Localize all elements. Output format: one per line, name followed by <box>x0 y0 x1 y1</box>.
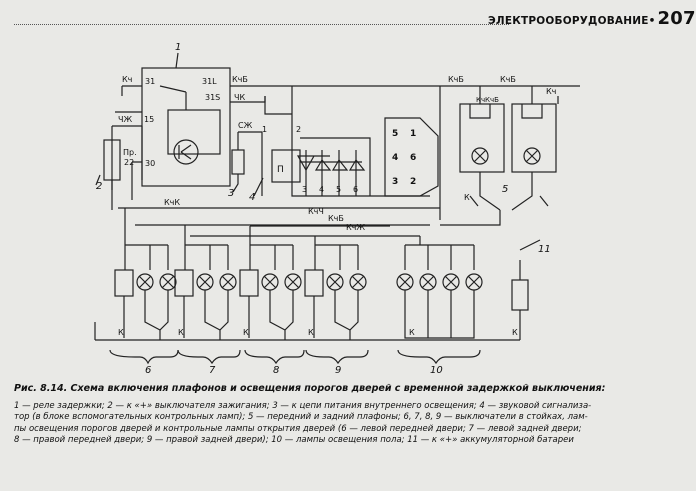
conn-pin-5: 5 <box>392 129 398 139</box>
callout-6: 6 <box>145 365 151 376</box>
callout-7: 7 <box>209 365 216 376</box>
wire-kch-left: Кч <box>122 75 132 84</box>
ground-label-7: К <box>178 328 184 337</box>
fuse-label: Пр. <box>123 148 137 157</box>
conn-pin-4: 4 <box>392 153 398 163</box>
legend-line: тор (в блоке вспомогательных контрольных… <box>14 412 588 422</box>
wire-chzh: ЧЖ <box>118 115 132 124</box>
wire-kchzh: КчЖ <box>346 223 365 232</box>
legend-line: 8 — правой передней двери; 9 — правой за… <box>14 435 574 445</box>
wire-chk: ЧК <box>234 93 245 102</box>
conn-pin-1: 1 <box>410 129 416 139</box>
group-6 <box>114 244 177 340</box>
callout-11: 11 <box>538 244 551 255</box>
ground-label-8: К <box>243 328 249 337</box>
ground-label-11: К <box>512 328 518 337</box>
conn-pin-6: 6 <box>410 153 416 163</box>
diode-pin-6: 6 <box>353 185 358 194</box>
terminal-30: 30 <box>145 159 155 168</box>
line-3-block <box>231 149 245 175</box>
callout-9: 9 <box>335 365 341 376</box>
relay-1-body <box>141 67 231 187</box>
plafond-front-lamp-icon <box>471 147 489 165</box>
callout-3: 3 <box>228 188 234 199</box>
terminal-31l: 31L <box>202 77 217 86</box>
brace-10 <box>397 349 481 365</box>
fuse-number: 22 <box>124 158 134 167</box>
conn-pin-3: 3 <box>392 177 398 187</box>
legend-line: 1 — реле задержки; 2 — к «+» выключателя… <box>14 400 592 411</box>
wire-kch-vert: Кч <box>476 96 485 104</box>
terminal-15: 15 <box>144 115 154 124</box>
callout-8: 8 <box>273 365 279 376</box>
transistor-icon <box>173 139 199 165</box>
page-number: 207 <box>657 8 696 29</box>
wire-kchk: КчК <box>164 198 180 207</box>
callout-4: 4 <box>249 192 255 203</box>
ground-label-10: К <box>409 328 415 337</box>
book-page: ЭЛЕКТРООБОРУДОВАНИЕ•207 <box>14 8 695 447</box>
battery-fuse-11 <box>511 279 529 311</box>
brace-6 <box>109 349 179 365</box>
header-rule <box>14 24 509 25</box>
header-dot: • <box>648 15 656 27</box>
diode-pin-4: 4 <box>319 185 324 194</box>
brace-8 <box>244 349 305 365</box>
diode-pin-5: 5 <box>336 185 341 194</box>
caption-title: Рис. 8.14. Схема включения плафонов и ос… <box>14 383 606 394</box>
plafond-rear <box>511 103 557 173</box>
legend-line: пы освещения порогов дверей и контрольны… <box>14 423 582 434</box>
ground-label-6: К <box>118 328 124 337</box>
wire-kchb-r1: КчБ <box>448 75 464 84</box>
ground-label-5: К <box>464 193 470 202</box>
caption-legend: 1 — реле задержки; 2 — к «+» выключателя… <box>14 401 654 447</box>
diode-pin-3: 3 <box>302 185 307 194</box>
running-head: ЭЛЕКТРООБОРУДОВАНИЕ•207 <box>488 8 695 30</box>
wiring-diagram: 1 2 3 4 5 6 7 8 9 10 11 31 31L 31S 15 30… <box>94 42 580 376</box>
relay-1-inner <box>167 109 221 155</box>
wire-kchb-mid: КчБ <box>328 214 344 223</box>
wire-kchch: КчЧ <box>308 207 324 216</box>
brace-9 <box>305 349 369 365</box>
buzzer-label: П <box>277 165 284 175</box>
pin-2: 2 <box>296 125 301 134</box>
wire-szh: СЖ <box>238 121 253 130</box>
section-title: ЭЛЕКТРООБОРУДОВАНИЕ <box>488 15 649 27</box>
pin-1: 1 <box>262 125 267 134</box>
ground-label-9: К <box>308 328 314 337</box>
brace-7 <box>177 349 241 365</box>
group-8 <box>239 244 302 340</box>
callout-2: 2 <box>96 181 102 192</box>
callout-1: 1 <box>175 42 181 53</box>
callout-5: 5 <box>502 184 508 195</box>
group-7 <box>174 244 237 340</box>
wire-kch-right: Кч <box>546 87 556 96</box>
terminal-31: 31 <box>145 77 155 86</box>
floor-lamps-10 <box>396 244 483 339</box>
wire-kchb-top: КчБ <box>232 75 248 84</box>
figure-caption: Рис. 8.14. Схема включения плафонов и ос… <box>14 383 654 447</box>
callout-10: 10 <box>430 365 443 376</box>
wire-kchb-vert: КчБ <box>485 96 499 104</box>
buzzer-4 <box>271 149 301 183</box>
wire-kchb-r2: КчБ <box>500 75 516 84</box>
connector-block <box>384 117 439 197</box>
plafond-front <box>459 103 505 173</box>
terminal-31s: 31S <box>205 93 220 102</box>
plafond-rear-lamp-icon <box>523 147 541 165</box>
conn-pin-2: 2 <box>410 177 416 187</box>
group-9 <box>304 244 367 340</box>
